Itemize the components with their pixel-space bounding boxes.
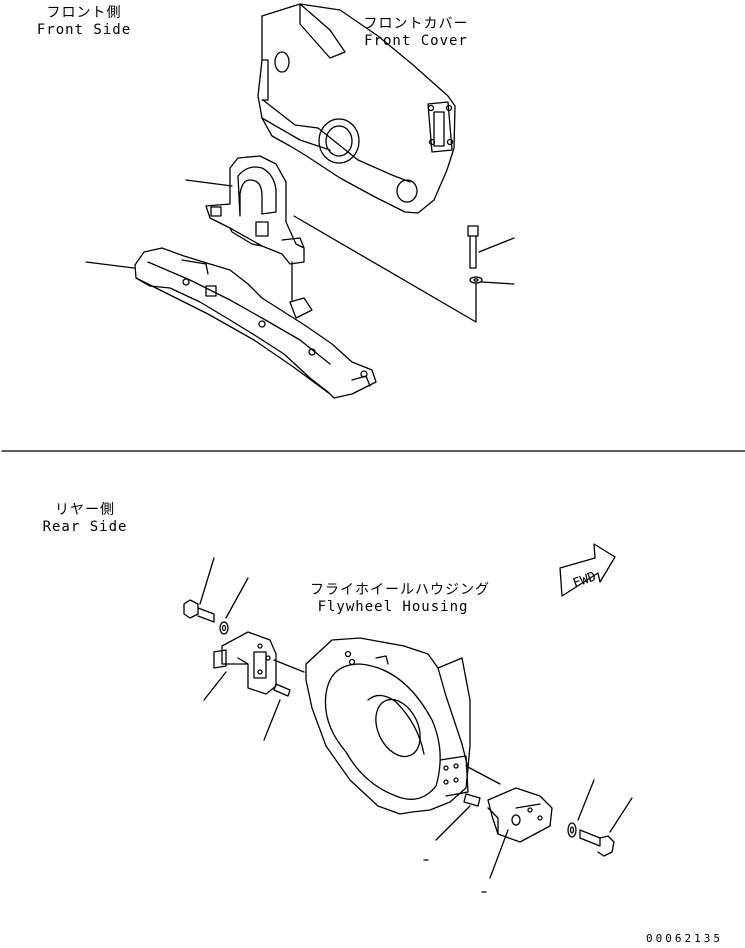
drawing-number: 00062135 [646,932,723,945]
front-side-label: フロント側 Front Side [36,5,132,39]
front-cover-label-jp: フロントカバー [363,16,469,32]
rear-right-bracket-part [487,787,553,843]
front-cover-part [257,3,456,214]
front-side-label-jp: フロント側 [46,5,122,21]
front-side-label-en: Front Side [36,22,132,38]
front-cover-label: フロントカバー Front Cover [360,16,472,50]
rear-side-label-jp: リヤー側 [55,502,115,518]
front-base-rail-part [134,247,377,399]
front-cover-label-en: Front Cover [364,33,468,49]
rear-side-label: リヤー側 Rear Side [40,502,130,536]
fwd-arrow-icon: FWD [559,543,616,597]
front-bolt-part [467,225,483,284]
flywheel-housing-part [305,637,471,815]
rear-left-bolt-part [183,599,229,635]
rear-left-bracket-part [213,631,277,695]
flywheel-housing-label-en: Flywheel Housing [317,599,469,615]
rear-right-bolt-part [567,822,615,857]
rear-side-label-en: Rear Side [42,519,128,535]
front-bracket-part [205,155,305,265]
flywheel-housing-label-jp: フライホイールハウジング [310,582,490,598]
rear-left-pin-part [273,683,291,697]
flywheel-housing-label: フライホイールハウジング Flywheel Housing [310,582,490,616]
front-leaders [85,179,515,323]
fwd-arrow-label: FWD [571,569,598,591]
rear-right-pin-part [463,793,481,807]
rear-leaders [199,557,633,893]
